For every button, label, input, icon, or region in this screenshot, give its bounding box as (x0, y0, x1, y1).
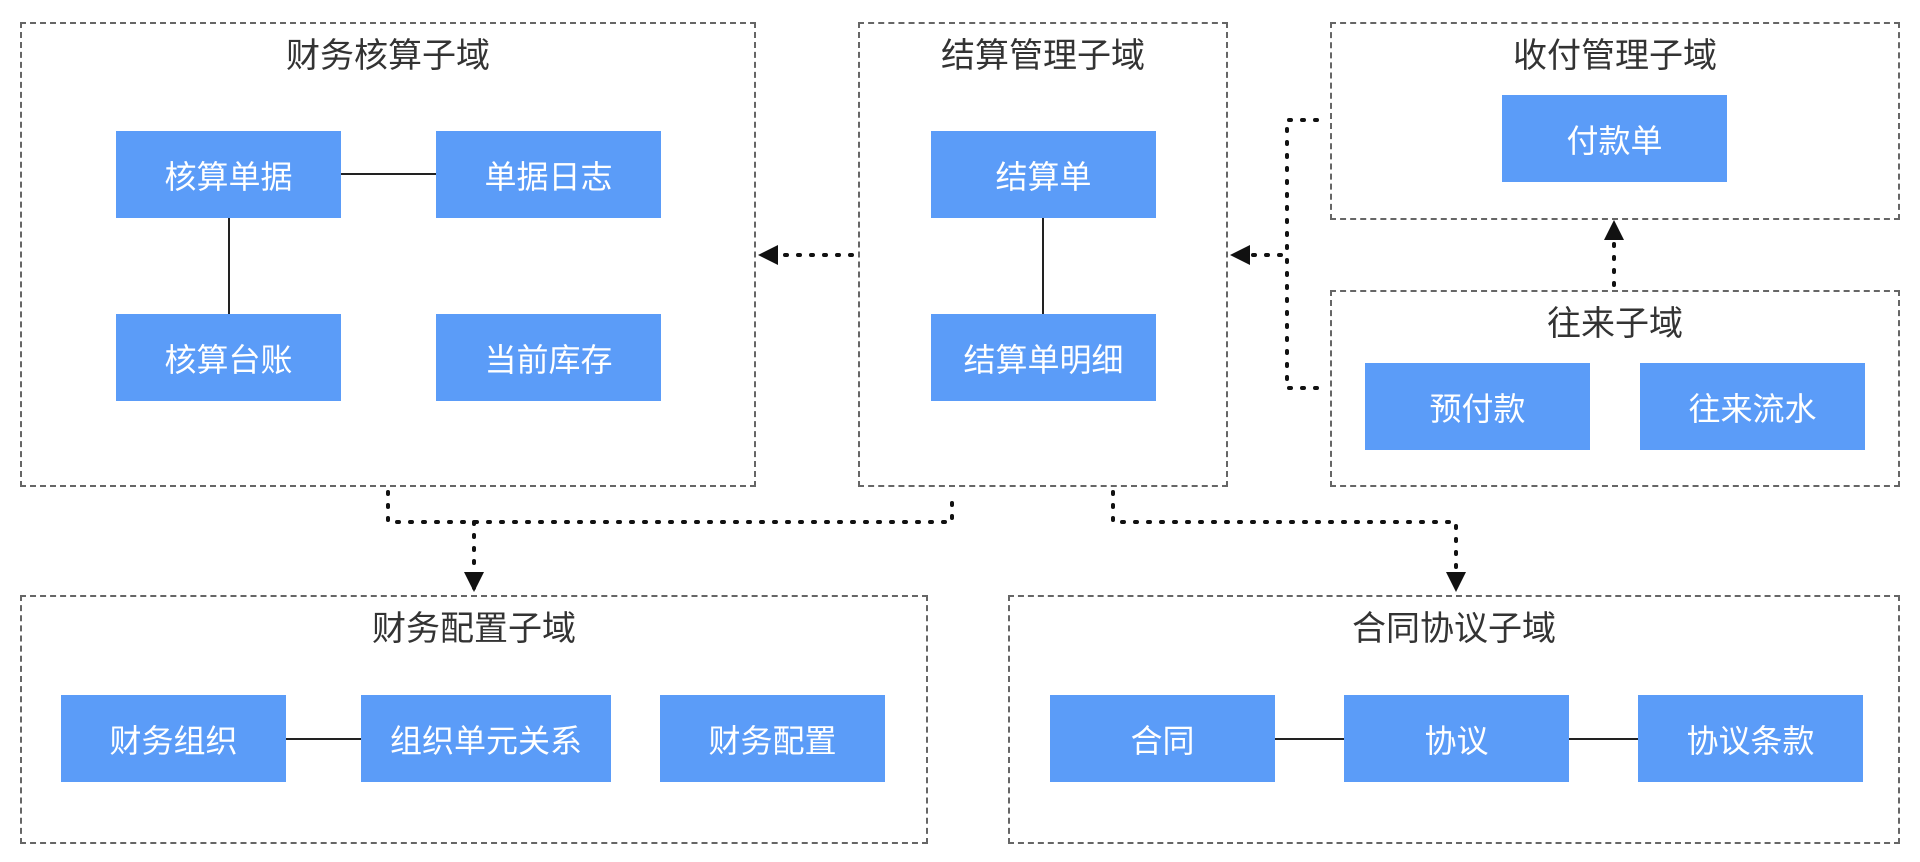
finance-config-title: 财务配置子域 (372, 609, 576, 649)
org-unit-relation-box: 组织单元关系 (361, 695, 611, 782)
payment-bill-box: 付款单 (1502, 95, 1727, 182)
finance-org-box: 财务组织 (61, 695, 286, 782)
dep-to-finance-config (386, 490, 954, 588)
agreement-terms-box: 协议条款 (1638, 695, 1863, 782)
accounting-ledger-box: 核算台账 (116, 314, 341, 401)
payment-subdomain: 收付管理子域 (1330, 22, 1900, 220)
finance-config-box: 财务配置 (660, 695, 885, 782)
settlement-detail-box: 结算单明细 (931, 314, 1156, 401)
doc-log-box: 单据日志 (436, 131, 661, 218)
current-inventory-box: 当前库存 (436, 314, 661, 401)
current-account-subdomain: 往来子域 (1330, 290, 1900, 487)
payment-title: 收付管理子域 (1513, 36, 1717, 76)
settlement-title: 结算管理子域 (941, 36, 1145, 76)
current-account-title: 往来子域 (1547, 304, 1683, 344)
settlement-bill-box: 结算单 (931, 131, 1156, 218)
dep-settlement-to-contract (1111, 490, 1466, 592)
accounting-doc-box: 核算单据 (116, 131, 341, 218)
finance-accounting-title: 财务核算子域 (286, 36, 490, 76)
dep-payment-current-to-settlement (1234, 118, 1319, 390)
current-account-flow-box: 往来流水 (1640, 363, 1865, 450)
contract-title: 合同协议子域 (1352, 609, 1556, 649)
finance-accounting-subdomain: 财务核算子域 (20, 22, 756, 487)
contract-subdomain: 合同协议子域 (1008, 595, 1900, 844)
settlement-subdomain: 结算管理子域 (858, 22, 1228, 487)
agreement-box: 协议 (1344, 695, 1569, 782)
contract-box: 合同 (1050, 695, 1275, 782)
prepayment-box: 预付款 (1365, 363, 1590, 450)
